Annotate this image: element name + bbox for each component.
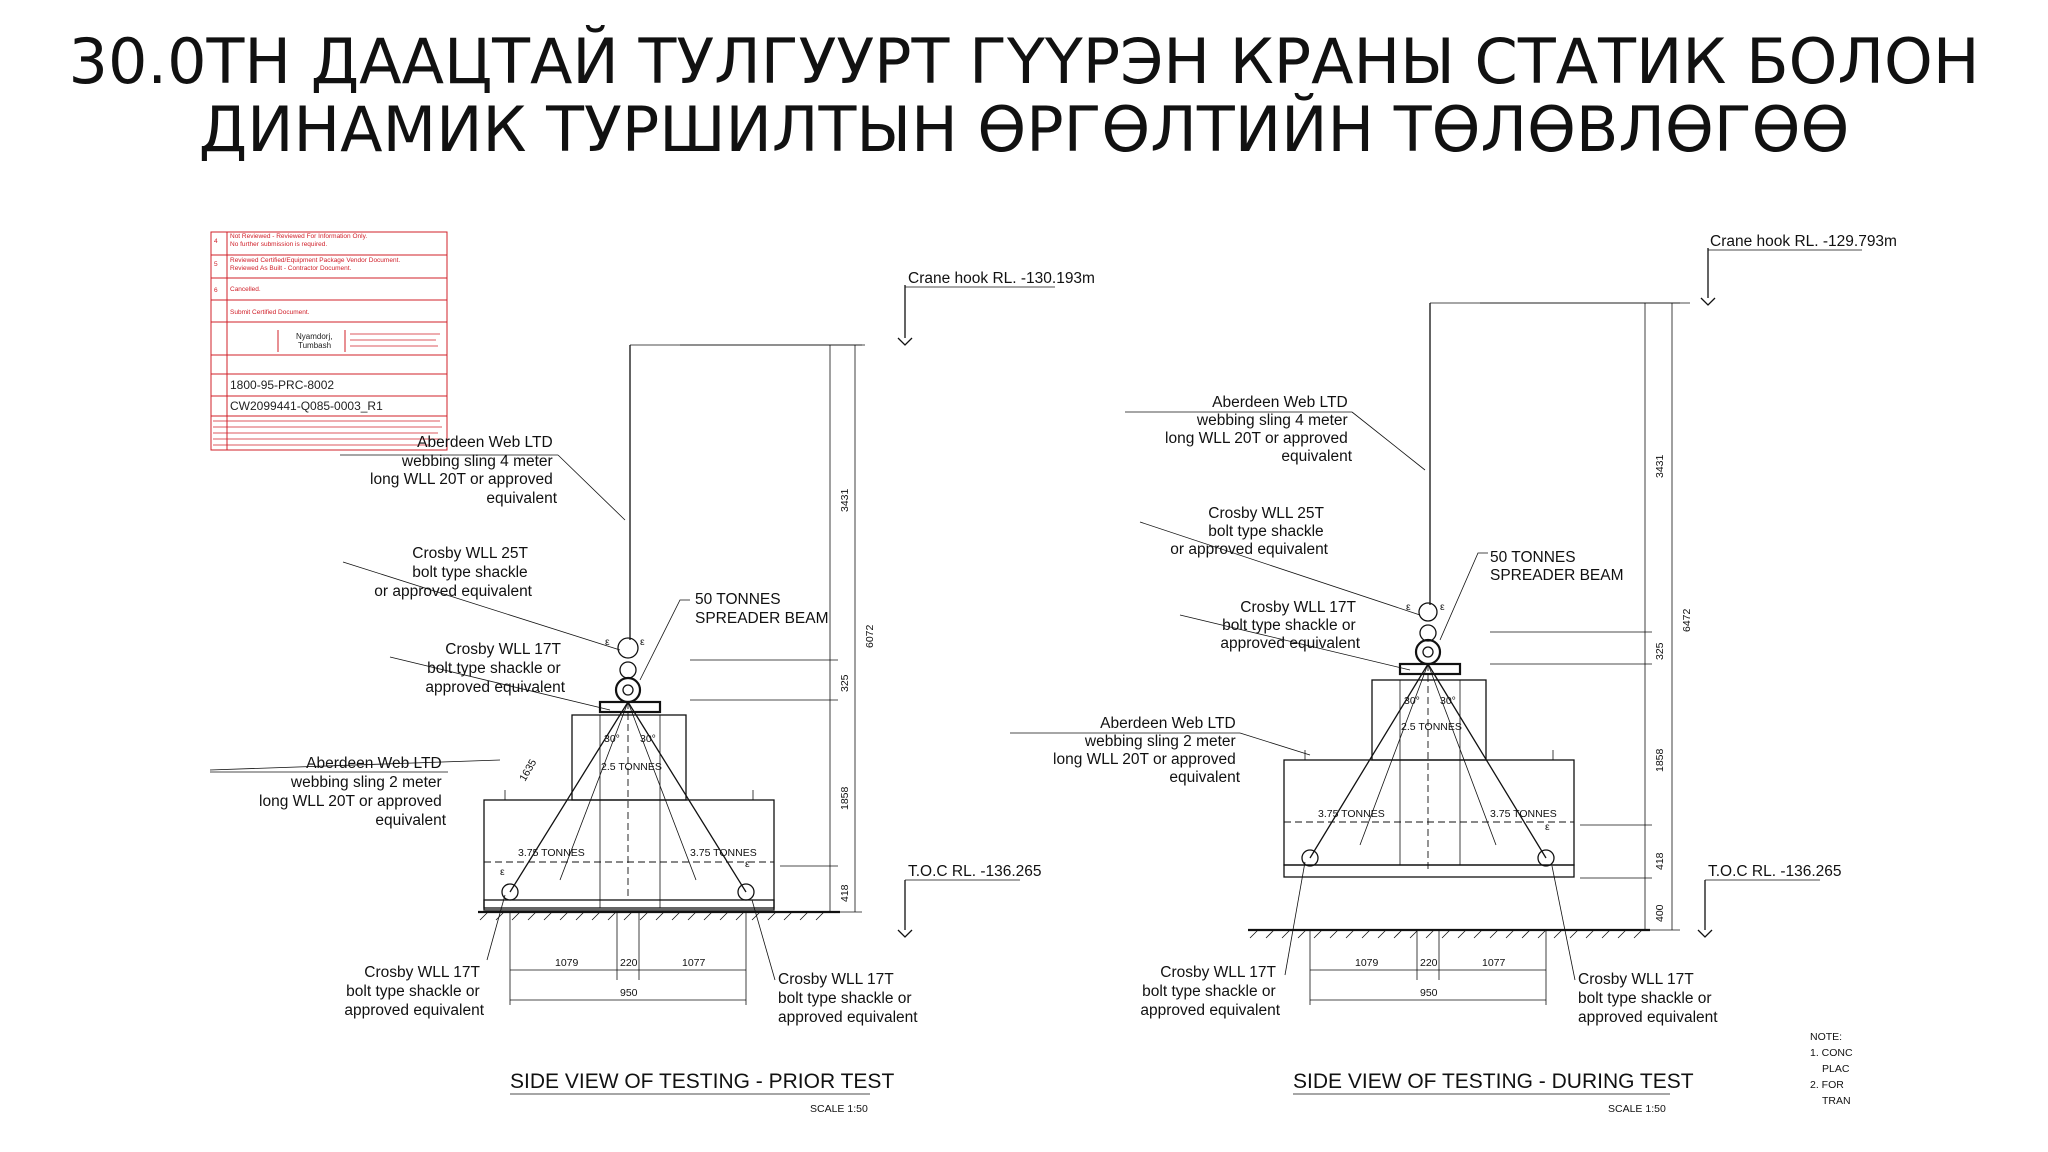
toc-level: T.O.C RL. -136.265	[908, 863, 1042, 880]
weight-label: 2.5 TONNES	[601, 761, 662, 773]
stamp-row-text: No further submission is required.	[230, 241, 327, 248]
spreader-beam-eye	[614, 676, 642, 704]
label-shackle-17t-top: Crosby WLL 17T bolt type shackle or appr…	[425, 641, 565, 696]
stamp-name-2: Tumbash	[298, 341, 331, 350]
dim-vertical: 6072	[864, 624, 876, 648]
crane-hook-level: Crane hook RL. -130.193m	[908, 270, 1095, 287]
dim-vertical: 418	[1654, 852, 1666, 870]
toc-level: T.O.C RL. -136.265	[1708, 863, 1842, 880]
shackle-17t-bottom-right	[737, 883, 755, 901]
shackle-25t	[617, 637, 639, 659]
label-shackle-17t-bottom-right: Crosby WLL 17T bolt type shackle or appr…	[1578, 971, 1718, 1026]
label-spreader-beam: 50 TONNES SPREADER BEAM	[695, 591, 829, 627]
webbing-sling-2m-right	[627, 701, 747, 893]
dim-vertical: 325	[1654, 642, 1666, 660]
view-prior-test: Crane hook RL. -130.193m ε ε ε ε	[209, 270, 1095, 1115]
weight-label: 3.75 TONNES	[518, 847, 585, 859]
weight-label: 3.75 TONNES	[690, 847, 757, 859]
label-spreader-beam: 50 TONNES SPREADER BEAM	[1490, 549, 1624, 584]
dim-vertical: 325	[839, 674, 851, 692]
dim-vertical: 3431	[839, 488, 851, 512]
stamp-row-num: 6	[214, 287, 218, 294]
view-title: SIDE VIEW OF TESTING - DURING TEST	[1293, 1070, 1694, 1093]
view-during-test: Crane hook RL. -129.793m ε ε ε	[1010, 233, 1897, 1115]
label-shackle-17t-bottom-left: Crosby WLL 17T bolt type shackle or appr…	[344, 964, 484, 1019]
label-shackle-25t: Crosby WLL 25T bolt type shackle or appr…	[374, 545, 532, 600]
shackle-17t-bottom-left	[1301, 849, 1319, 867]
slide-title: 30.0ТН ДААЦТАЙ ТУЛГУУРТ ГҮҮРЭН КРАНЫ СТА…	[0, 28, 2048, 164]
stamp-row-text: Cancelled.	[230, 286, 261, 293]
spreader-beam-eye	[1414, 638, 1442, 666]
label-shackle-25t: Crosby WLL 25T bolt type shackle or appr…	[1170, 505, 1328, 558]
angle-label: 30°	[1404, 695, 1420, 707]
label-sling-2m: Aberdeen Web LTD webbing sling 2 meter l…	[259, 755, 447, 829]
dim-vertical: 6472	[1681, 608, 1693, 632]
label-shackle-17t-top: Crosby WLL 17T bolt type shackle or appr…	[1220, 599, 1360, 652]
test-load-base	[483, 799, 775, 909]
stamp-doc-1: 1800-95-PRC-8002	[230, 378, 334, 392]
dim-vertical: 418	[839, 884, 851, 902]
angle-label: 30°	[604, 733, 620, 745]
shackle-25t	[1418, 602, 1438, 622]
dim-vertical: 1858	[1654, 748, 1666, 772]
label-shackle-17t-bottom-right: Crosby WLL 17T bolt type shackle or appr…	[778, 971, 918, 1026]
stamp-row-num: 5	[214, 261, 218, 268]
angle-label: 30°	[1440, 695, 1456, 707]
weight-label: 3.75 TONNES	[1318, 808, 1385, 820]
dim-vertical: 1635	[517, 757, 539, 783]
stamp-name-1: Nyamdorj,	[296, 332, 332, 341]
dim-horizontal: 1079	[1355, 957, 1379, 969]
stamp-row-text: Reviewed Certified/Equipment Package Ven…	[230, 257, 400, 264]
dim-vertical: 1858	[839, 786, 851, 810]
label-sling-top: Aberdeen Web LTD webbing sling 4 meter l…	[1165, 394, 1353, 465]
dim-vertical: 400	[1654, 904, 1666, 922]
dim-horizontal: 220	[1420, 957, 1438, 969]
note-text: NOTE: 1. CONC PLAC 2. FOR TRAN	[1810, 1031, 1856, 1107]
dim-horizontal: 950	[1420, 987, 1438, 999]
label-sling-2m: Aberdeen Web LTD webbing sling 2 meter l…	[1053, 715, 1241, 786]
spreader-beam	[598, 700, 662, 714]
spreader-beam	[1398, 662, 1462, 676]
label-sling-top: Aberdeen Web LTD webbing sling 4 meter l…	[370, 434, 558, 507]
stamp-row-text: Submit Certified Document.	[230, 309, 310, 316]
stamp-border	[210, 231, 448, 451]
stamp-row-num: 4	[214, 238, 218, 245]
svg-text:ε: ε	[1406, 601, 1411, 613]
label-shackle-17t-bottom-left: Crosby WLL 17T bolt type shackle or appr…	[1140, 964, 1280, 1019]
dim-horizontal: 1079	[555, 957, 579, 969]
svg-text:ε: ε	[640, 636, 645, 648]
shackle-17t-bottom-right	[1537, 849, 1555, 867]
svg-text:ε: ε	[745, 858, 750, 870]
title-line-1: 30.0ТН ДААЦТАЙ ТУЛГУУРТ ГҮҮРЭН КРАНЫ СТА…	[68, 25, 1980, 98]
angle-label: 30°	[640, 733, 656, 745]
view-scale: SCALE 1:50	[810, 1103, 868, 1115]
shackle-17t-bottom-left	[501, 883, 519, 901]
weight-label: 2.5 TONNES	[1401, 721, 1462, 733]
webbing-sling-2m-left	[1309, 663, 1429, 859]
dim-vertical: 3431	[1654, 454, 1666, 478]
dim-horizontal: 220	[620, 957, 638, 969]
dim-horizontal: 950	[620, 987, 638, 999]
webbing-sling-2m-left	[509, 701, 629, 893]
stamp-row-text: Reviewed As Built - Contractor Document.	[230, 265, 352, 272]
svg-text:ε: ε	[500, 866, 505, 878]
dim-horizontal: 1077	[682, 957, 706, 969]
stamp-row-text: Not Reviewed - Reviewed For Information …	[230, 233, 367, 240]
svg-text:ε: ε	[605, 636, 610, 648]
stamp-doc-2: CW2099441-Q085-0003_R1	[230, 399, 383, 413]
svg-text:ε: ε	[1440, 601, 1445, 613]
crane-hook-level: Crane hook RL. -129.793m	[1710, 233, 1897, 250]
view-scale: SCALE 1:50	[1608, 1103, 1666, 1115]
review-stamp: 4 Not Reviewed - Reviewed For Informatio…	[210, 231, 448, 451]
title-line-2: ДИНАМИК ТУРШИЛТЫН ӨРГӨЛТИЙН ТӨЛӨВЛӨГӨӨ	[198, 93, 1850, 166]
dim-horizontal: 1077	[1482, 957, 1506, 969]
webbing-sling-2m-right	[1427, 663, 1547, 859]
svg-text:ε: ε	[1545, 821, 1550, 833]
view-title: SIDE VIEW OF TESTING - PRIOR TEST	[510, 1070, 894, 1093]
test-load-top	[1371, 679, 1487, 761]
weight-label: 3.75 TONNES	[1490, 808, 1557, 820]
test-load-top	[571, 714, 687, 801]
